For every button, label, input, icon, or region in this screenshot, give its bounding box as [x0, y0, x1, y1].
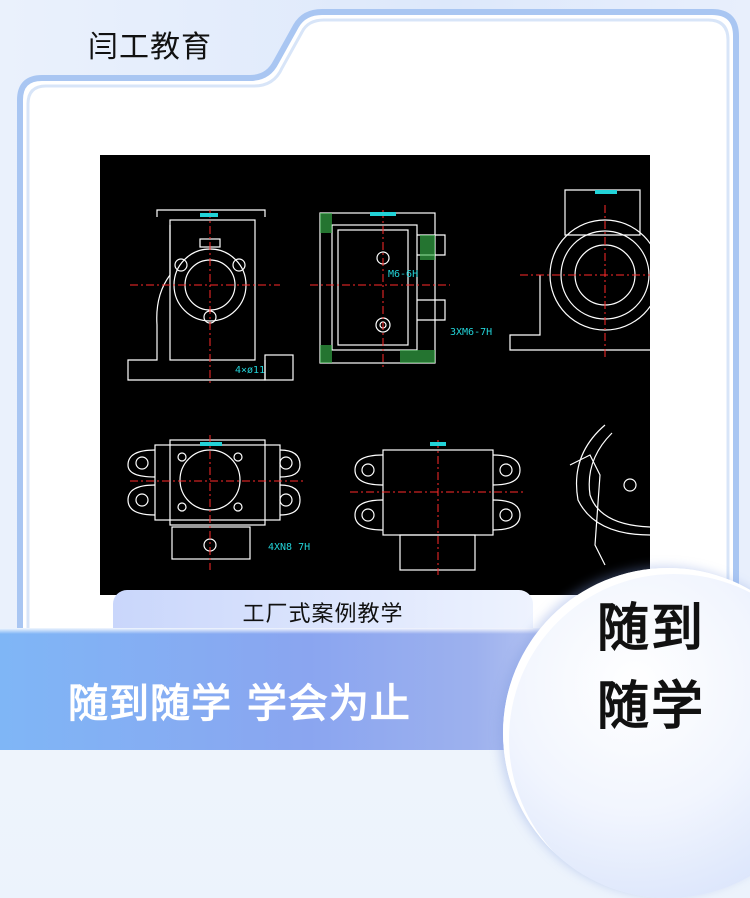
badge-line-1: 随到 — [597, 599, 706, 659]
badge-line-2: 随学 — [597, 677, 706, 737]
annotation-2: M6-6H — [388, 269, 418, 280]
ribbon-label: 工厂式案例教学 — [242, 602, 404, 627]
slogan-banner: 随到随学 学会为止 — [0, 628, 560, 750]
slogan-text: 随到随学 学会为止 — [68, 681, 411, 727]
cad-drawing-svg: 4×ø11 M6-6H 3XM6-7H 4XN8 7H — [127, 189, 650, 575]
cad-drawing: 4×ø11 M6-6H 3XM6-7H 4XN8 7H — [100, 155, 650, 595]
annotation-1: 4×ø11 — [235, 365, 265, 376]
brand-title: 闫工教育 — [88, 30, 212, 65]
annotation-4: 4XN8 7H — [268, 542, 310, 553]
annotation-3: 3XM6-7H — [450, 327, 492, 338]
badge-text: 随到 随学 — [597, 590, 717, 746]
